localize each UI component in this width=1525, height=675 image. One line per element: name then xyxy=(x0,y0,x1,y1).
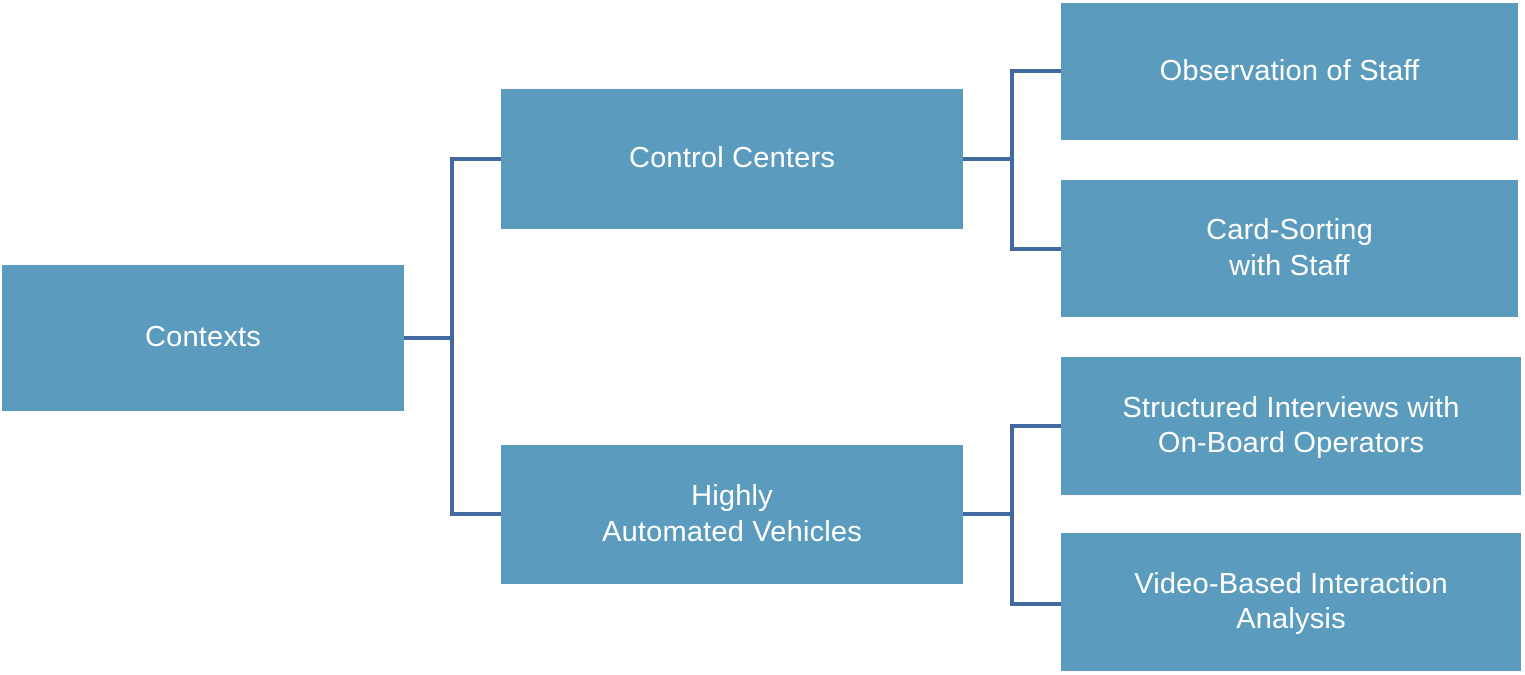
connector-control-to-observation xyxy=(1010,69,1063,73)
node-contexts[interactable]: Contexts xyxy=(2,265,404,411)
connector-control-spine xyxy=(1010,69,1014,251)
node-video-based-interaction-analysis[interactable]: Video-Based Interaction Analysis xyxy=(1061,533,1521,671)
connector-root-stub xyxy=(402,336,454,340)
connector-vehicles-spine xyxy=(1010,424,1014,606)
node-structured-interviews-with-on-board-operators[interactable]: Structured Interviews with On-Board Oper… xyxy=(1061,357,1521,495)
connector-root-to-control xyxy=(450,157,503,161)
node-observation-of-staff[interactable]: Observation of Staff xyxy=(1061,3,1518,140)
connector-control-to-cardsorting xyxy=(1010,247,1063,251)
connector-vehicles-stub xyxy=(961,512,1014,516)
connector-vehicles-to-video xyxy=(1010,602,1063,606)
connector-vehicles-to-interviews xyxy=(1010,424,1063,428)
node-highly-automated-vehicles[interactable]: Highly Automated Vehicles xyxy=(501,445,963,584)
connector-control-stub xyxy=(961,157,1014,161)
connector-root-spine xyxy=(450,157,454,516)
node-card-sorting-with-staff[interactable]: Card-Sorting with Staff xyxy=(1061,180,1518,317)
connector-root-to-vehicles xyxy=(450,512,503,516)
node-control-centers[interactable]: Control Centers xyxy=(501,89,963,229)
